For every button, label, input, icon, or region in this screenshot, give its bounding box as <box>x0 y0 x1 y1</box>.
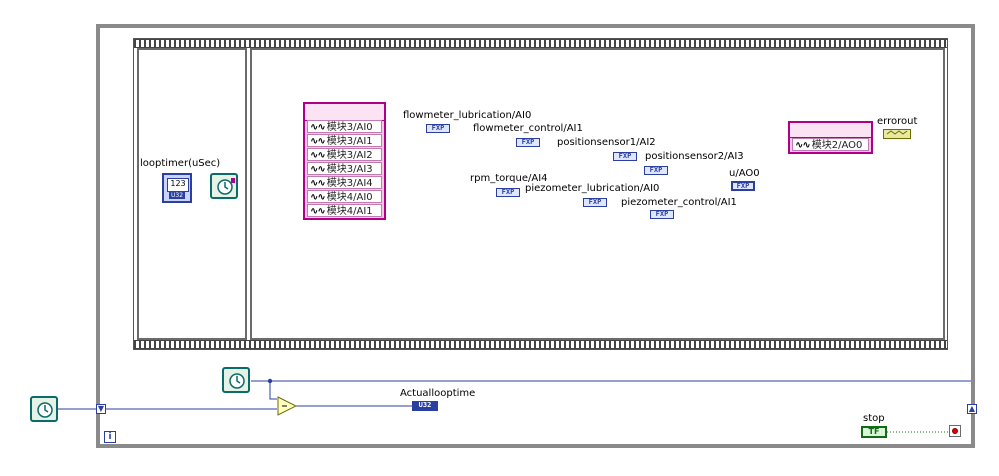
wait-timer-icon[interactable] <box>210 173 238 199</box>
iteration-terminal[interactable]: i <box>104 431 116 443</box>
indicator-label: piezometer_control/AI1 <box>621 197 737 208</box>
stop-label: stop <box>863 413 885 424</box>
indicator-label: piezometer_lubrication/AI0 <box>525 183 660 194</box>
fxp-indicator[interactable]: FXP <box>644 166 668 175</box>
output-control[interactable]: FXP <box>731 181 755 191</box>
while-loop[interactable] <box>96 24 975 448</box>
looptimer-value: 123 <box>167 178 189 192</box>
fxp-indicator[interactable]: FXP <box>516 138 540 147</box>
sequence-film-top <box>134 39 947 48</box>
shift-register-right[interactable]: ▲ <box>967 404 977 414</box>
daq-read-header <box>305 104 384 121</box>
output-label: u/AO0 <box>729 168 760 179</box>
fxp-indicator[interactable]: FXP <box>496 188 520 197</box>
fxp-indicator[interactable]: FXP <box>650 210 674 219</box>
daq-read-channel: ∿∿模块4/AI1 <box>307 204 382 217</box>
daq-read-channel: ∿∿模块3/AI0 <box>307 120 382 133</box>
sequence-frame-1[interactable] <box>137 48 247 340</box>
timer-label: looptimer(uSec) <box>140 158 221 169</box>
shift-register-left[interactable]: ▼ <box>96 404 106 414</box>
daq-read-node[interactable]: ∿∿模块3/AI0 ∿∿模块3/AI1 ∿∿模块3/AI2 ∿∿模块3/AI3 … <box>303 102 386 220</box>
daq-write-channel: ∿∿模块2/AO0 <box>792 138 869 151</box>
subtract-icon[interactable] <box>277 396 297 416</box>
daq-write-node[interactable]: ∿∿模块2/AO0 <box>788 121 873 154</box>
daq-read-channel: ∿∿模块4/AI0 <box>307 190 382 203</box>
looptimer-control[interactable]: 123 U32 <box>162 173 192 203</box>
indicator-label: rpm_torque/AI4 <box>470 173 548 184</box>
sequence-film-bottom <box>134 340 947 349</box>
fxp-indicator[interactable]: FXP <box>583 198 607 207</box>
indicator-label: flowmeter_control/AI1 <box>473 123 583 134</box>
tick-count-icon[interactable] <box>222 367 250 393</box>
errorout-label: errorout <box>877 116 918 127</box>
fxp-indicator[interactable]: FXP <box>426 124 450 133</box>
fxp-indicator[interactable]: FXP <box>613 152 637 161</box>
actual-looptime-indicator[interactable]: U32 <box>412 401 438 411</box>
daq-read-channel: ∿∿模块3/AI3 <box>307 162 382 175</box>
stop-control[interactable]: TF <box>861 426 887 438</box>
errorout-indicator[interactable] <box>883 129 911 139</box>
daq-read-channel: ∿∿模块3/AI4 <box>307 176 382 189</box>
indicator-label: flowmeter_lubrication/AI0 <box>403 110 532 121</box>
indicator-label: positionsensor2/AI3 <box>645 151 744 162</box>
stop-icon <box>952 428 958 434</box>
tick-count-initial-icon[interactable] <box>30 396 58 422</box>
daq-write-header <box>790 123 871 138</box>
daq-read-channel: ∿∿模块3/AI2 <box>307 148 382 161</box>
daq-read-channel: ∿∿模块3/AI1 <box>307 134 382 147</box>
actual-label: Actuallooptime <box>400 388 476 399</box>
loop-condition-terminal[interactable] <box>949 425 961 437</box>
flat-sequence-structure[interactable] <box>133 38 948 350</box>
looptimer-type: U32 <box>169 192 185 199</box>
indicator-label: positionsensor1/AI2 <box>557 137 656 148</box>
